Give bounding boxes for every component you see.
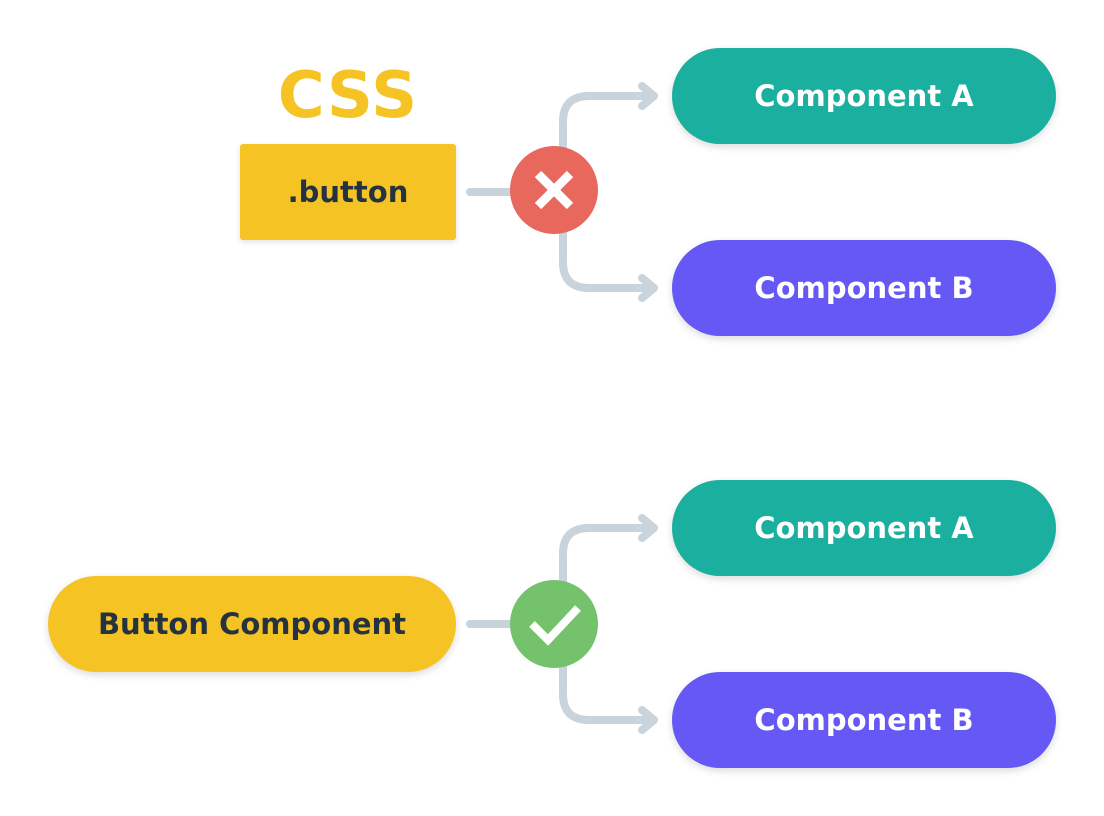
top-arrow-b: [638, 274, 658, 302]
component-a-node-top: Component A: [672, 48, 1056, 144]
component-b-node-bottom: Component B: [672, 672, 1056, 768]
css-selector-box: .button: [240, 144, 456, 240]
bottom-arrow-a: [638, 514, 658, 542]
cross-icon: [510, 146, 598, 234]
component-b-node-top: Component B: [672, 240, 1056, 336]
check-icon: [510, 580, 598, 668]
top-branch-b-connector: [559, 190, 656, 292]
bottom-arrow-b: [638, 706, 658, 734]
top-branch-a-connector: [559, 92, 656, 194]
bottom-branch-a-connector: [559, 524, 656, 626]
top-arrow-a: [638, 82, 658, 110]
button-component-node: Button Component: [48, 576, 456, 672]
component-a-node-bottom: Component A: [672, 480, 1056, 576]
css-title: CSS: [277, 59, 419, 133]
bottom-branch-b-connector: [559, 622, 656, 724]
